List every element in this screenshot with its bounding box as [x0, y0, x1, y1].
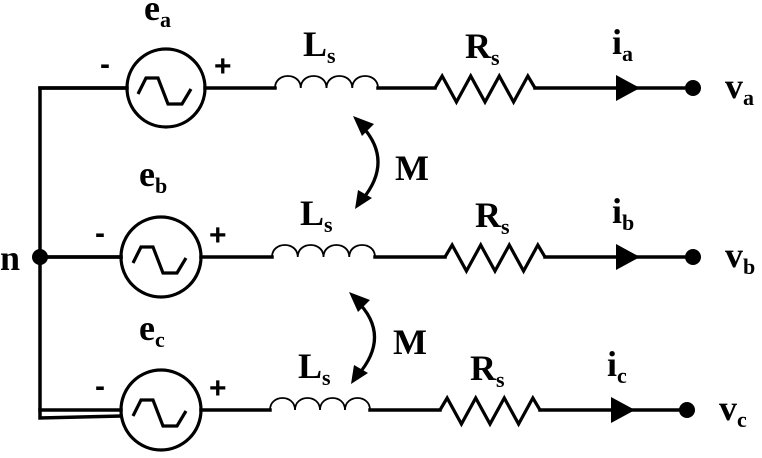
source-label-c-subscript: c — [155, 327, 165, 352]
current-label-a: ia — [612, 22, 633, 66]
inductor-coil-icon — [271, 244, 376, 258]
resistor-label-a-subscript: s — [491, 45, 500, 70]
resistor-label-b-subscript: s — [501, 214, 510, 239]
resistor-label-b-symbol: R — [475, 195, 502, 235]
current-label-a-symbol: i — [612, 22, 622, 62]
mutual-coupling-ab: M — [353, 116, 429, 209]
ac-source-circle-icon — [119, 215, 203, 299]
inductor-b — [271, 244, 376, 258]
inductor-label-a-subscript: s — [327, 43, 336, 68]
arrowhead-down-icon — [351, 365, 368, 384]
ac-source-circle-icon — [125, 47, 207, 129]
plus-sign: + — [209, 219, 227, 252]
terminal-label-c: vc — [719, 388, 747, 432]
inductor-c — [269, 397, 371, 411]
resistor-zigzag-icon — [433, 72, 537, 106]
resistor-zigzag-icon — [438, 394, 542, 428]
current-label-b-symbol: i — [612, 191, 622, 231]
terminal-label-b: vb — [725, 235, 755, 279]
neutral-bus: n — [0, 86, 128, 420]
resistor-c — [438, 394, 542, 428]
inductor-label-c-subscript: s — [322, 365, 331, 390]
resistor-label-a-symbol: R — [465, 26, 492, 66]
inductor-label-c: Ls — [298, 346, 331, 390]
current-label-a-subscript: a — [622, 41, 633, 66]
current-direction-arrow-icon — [611, 397, 635, 423]
source-label-a-symbol: e — [144, 0, 160, 28]
resistor-label-c-symbol: R — [470, 348, 497, 388]
sine-wave-icon — [136, 76, 193, 106]
mutual-coupling-arrow-icon — [354, 298, 377, 377]
terminal-label-b-symbol: v — [725, 235, 743, 275]
plus-sign: + — [214, 50, 232, 83]
terminal-node-dot — [685, 249, 701, 265]
current-label-c: ic — [607, 344, 627, 388]
current-direction-arrow-icon — [616, 75, 640, 101]
inductor-coil-icon — [274, 75, 379, 89]
minus-sign: - — [95, 217, 105, 250]
inductor-label-b: Ls — [300, 193, 333, 237]
inductor-label-b-subscript: s — [324, 212, 333, 237]
terminal-label-c-subscript: c — [737, 407, 747, 432]
source-label-c-symbol: e — [139, 308, 155, 348]
inductor-label-a-symbol: L — [303, 24, 327, 64]
mutual-inductance-label-bc: M — [393, 322, 427, 362]
terminal-label-b-subscript: b — [743, 254, 755, 279]
mutual-inductance-label-ab: M — [395, 148, 429, 188]
current-label-c-symbol: i — [607, 344, 617, 384]
neutral-label: n — [0, 238, 20, 278]
resistor-label-c-subscript: s — [496, 367, 505, 392]
source-label-b: eb — [139, 154, 167, 198]
terminal-label-a-subscript: a — [743, 85, 754, 110]
minus-sign: - — [100, 48, 110, 81]
current-label-c-subscript: c — [617, 363, 627, 388]
resistor-zigzag-icon — [443, 241, 547, 275]
voltage-source-c — [119, 368, 203, 452]
terminal-label-a-symbol: v — [725, 66, 743, 106]
source-label-a: ea — [144, 0, 171, 32]
terminal-label-a: va — [725, 66, 754, 110]
ac-source-circle-icon — [119, 368, 203, 452]
resistor-label-a: Rs — [465, 26, 500, 70]
current-label-b: ib — [612, 191, 634, 235]
resistor-b — [443, 241, 547, 275]
sine-wave-icon — [131, 398, 188, 428]
arrowhead-up-icon — [353, 116, 374, 136]
minus-sign: - — [95, 370, 105, 403]
voltage-source-b — [119, 215, 203, 299]
inductor-coil-icon — [269, 397, 371, 411]
current-direction-arrow-icon — [616, 244, 640, 270]
voltage-source-a — [125, 47, 207, 129]
arrowhead-down-icon — [355, 190, 372, 209]
resistor-label-b: Rs — [475, 195, 510, 239]
arrowhead-up-icon — [349, 292, 370, 312]
neutral-bus-wire — [38, 86, 128, 420]
plus-sign: + — [209, 372, 227, 405]
inductor-label-b-symbol: L — [300, 193, 324, 233]
resistor-a — [433, 72, 537, 106]
source-label-a-subscript: a — [160, 7, 171, 32]
current-label-b-subscript: b — [622, 210, 634, 235]
inductor-label-a: Ls — [303, 24, 336, 68]
mutual-coupling-arrow-icon — [358, 122, 380, 202]
source-label-b-subscript: b — [155, 173, 167, 198]
terminal-node-dot — [679, 402, 695, 418]
terminal-node-dot — [685, 80, 701, 96]
inductor-label-c-symbol: L — [298, 346, 322, 386]
source-label-c: ec — [139, 308, 165, 352]
terminal-label-c-symbol: v — [719, 388, 737, 428]
source-label-b-symbol: e — [139, 154, 155, 194]
resistor-label-c: Rs — [470, 348, 505, 392]
sine-wave-icon — [131, 245, 188, 275]
mutual-coupling-bc: M — [349, 292, 427, 384]
inductor-a — [274, 75, 379, 89]
